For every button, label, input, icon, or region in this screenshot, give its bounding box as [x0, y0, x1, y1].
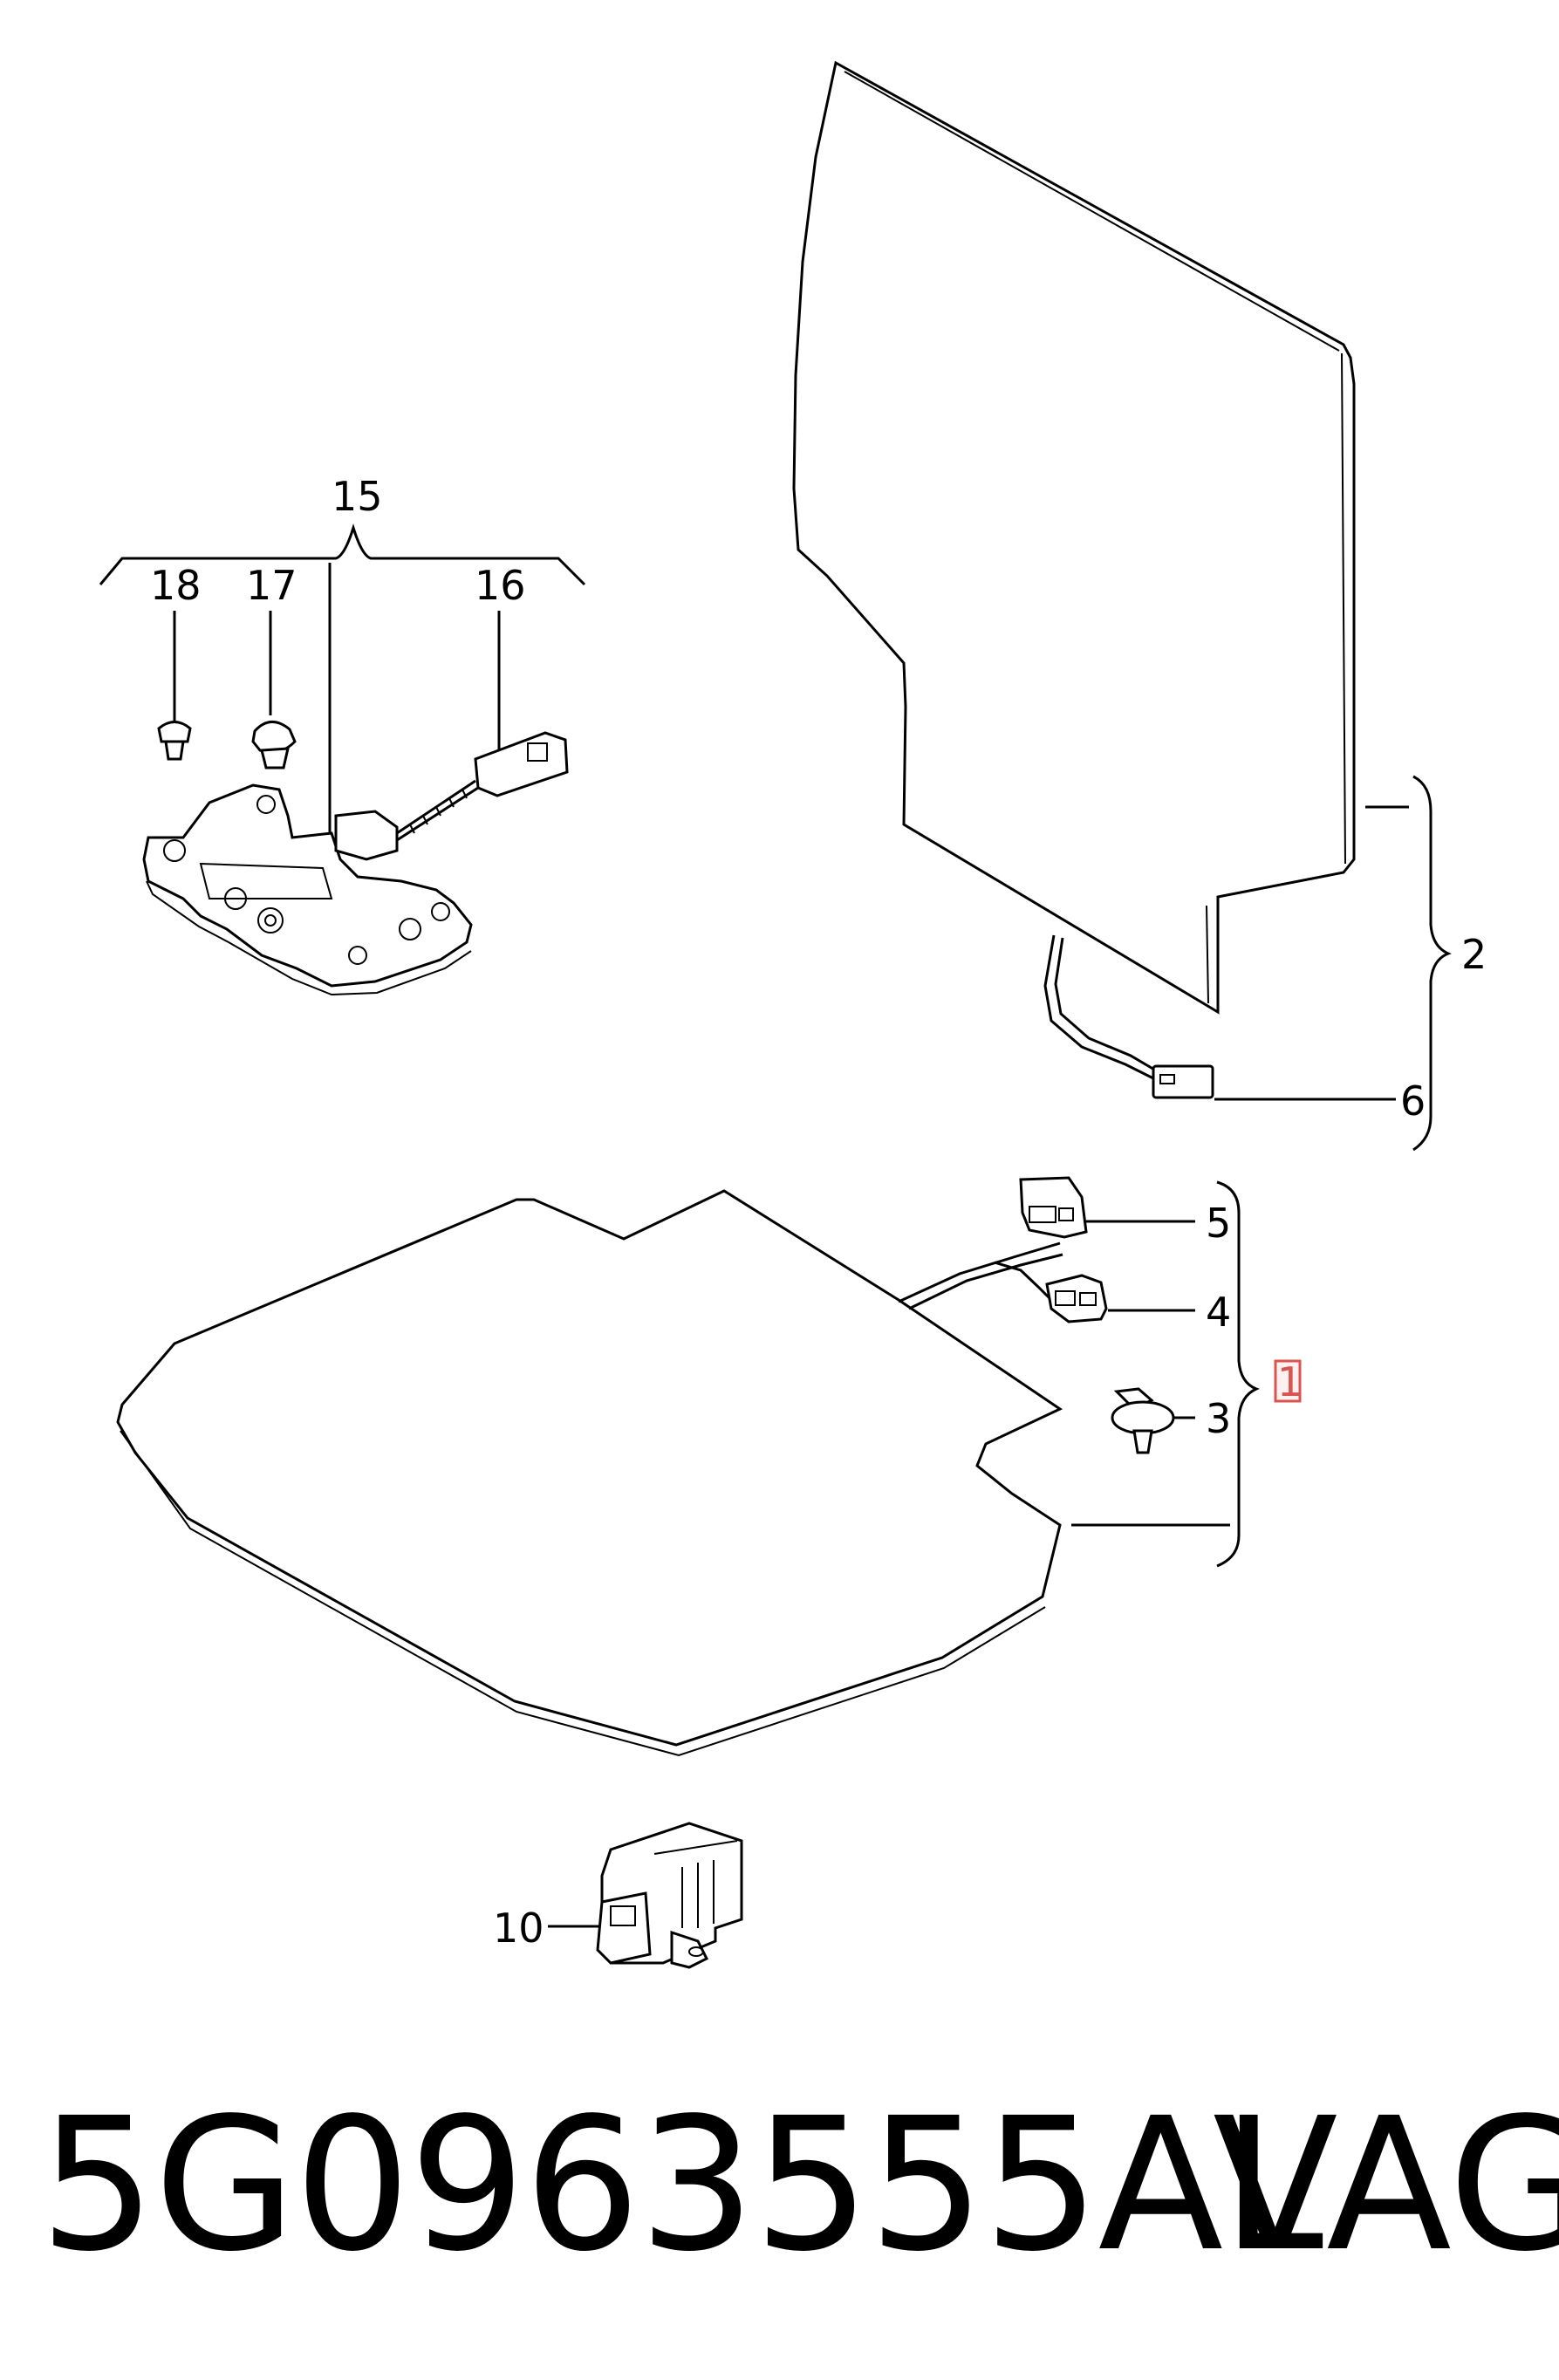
mounting-plate-15[interactable] [142, 783, 473, 996]
callout-10: 10 [493, 1905, 544, 1952]
callout-17: 17 [246, 562, 297, 609]
control-module-10[interactable] [596, 1822, 743, 1969]
callout-1: 1 [1277, 1358, 1303, 1405]
connector-4[interactable] [1045, 1274, 1108, 1323]
highlight-box-1 [1274, 1359, 1302, 1403]
callout-3: 3 [1206, 1395, 1231, 1442]
seat-cushion-heating-pad[interactable] [116, 1189, 1063, 1757]
seat-back-heating-pad[interactable] [792, 60, 1356, 1099]
callout-4: 4 [1206, 1289, 1231, 1336]
connector-5[interactable] [1019, 1176, 1088, 1239]
part-number: 5G0963555AL [39, 2078, 1323, 2292]
callout-5: 5 [1206, 1200, 1231, 1247]
clip-3[interactable] [1111, 1387, 1175, 1454]
rivet-18[interactable] [157, 721, 192, 761]
callout-6: 6 [1400, 1077, 1426, 1125]
callout-15: 15 [332, 473, 383, 520]
brand-label: VAG [1213, 2078, 1559, 2292]
cap-17[interactable] [251, 721, 297, 769]
bracket-15 [99, 523, 586, 586]
callout-18: 18 [150, 562, 202, 609]
connector-6 [1152, 1064, 1214, 1099]
callout-16: 16 [475, 562, 526, 609]
bracket-1 [1216, 1180, 1260, 1568]
callout-2: 2 [1461, 931, 1487, 978]
connector-16[interactable] [334, 731, 569, 861]
